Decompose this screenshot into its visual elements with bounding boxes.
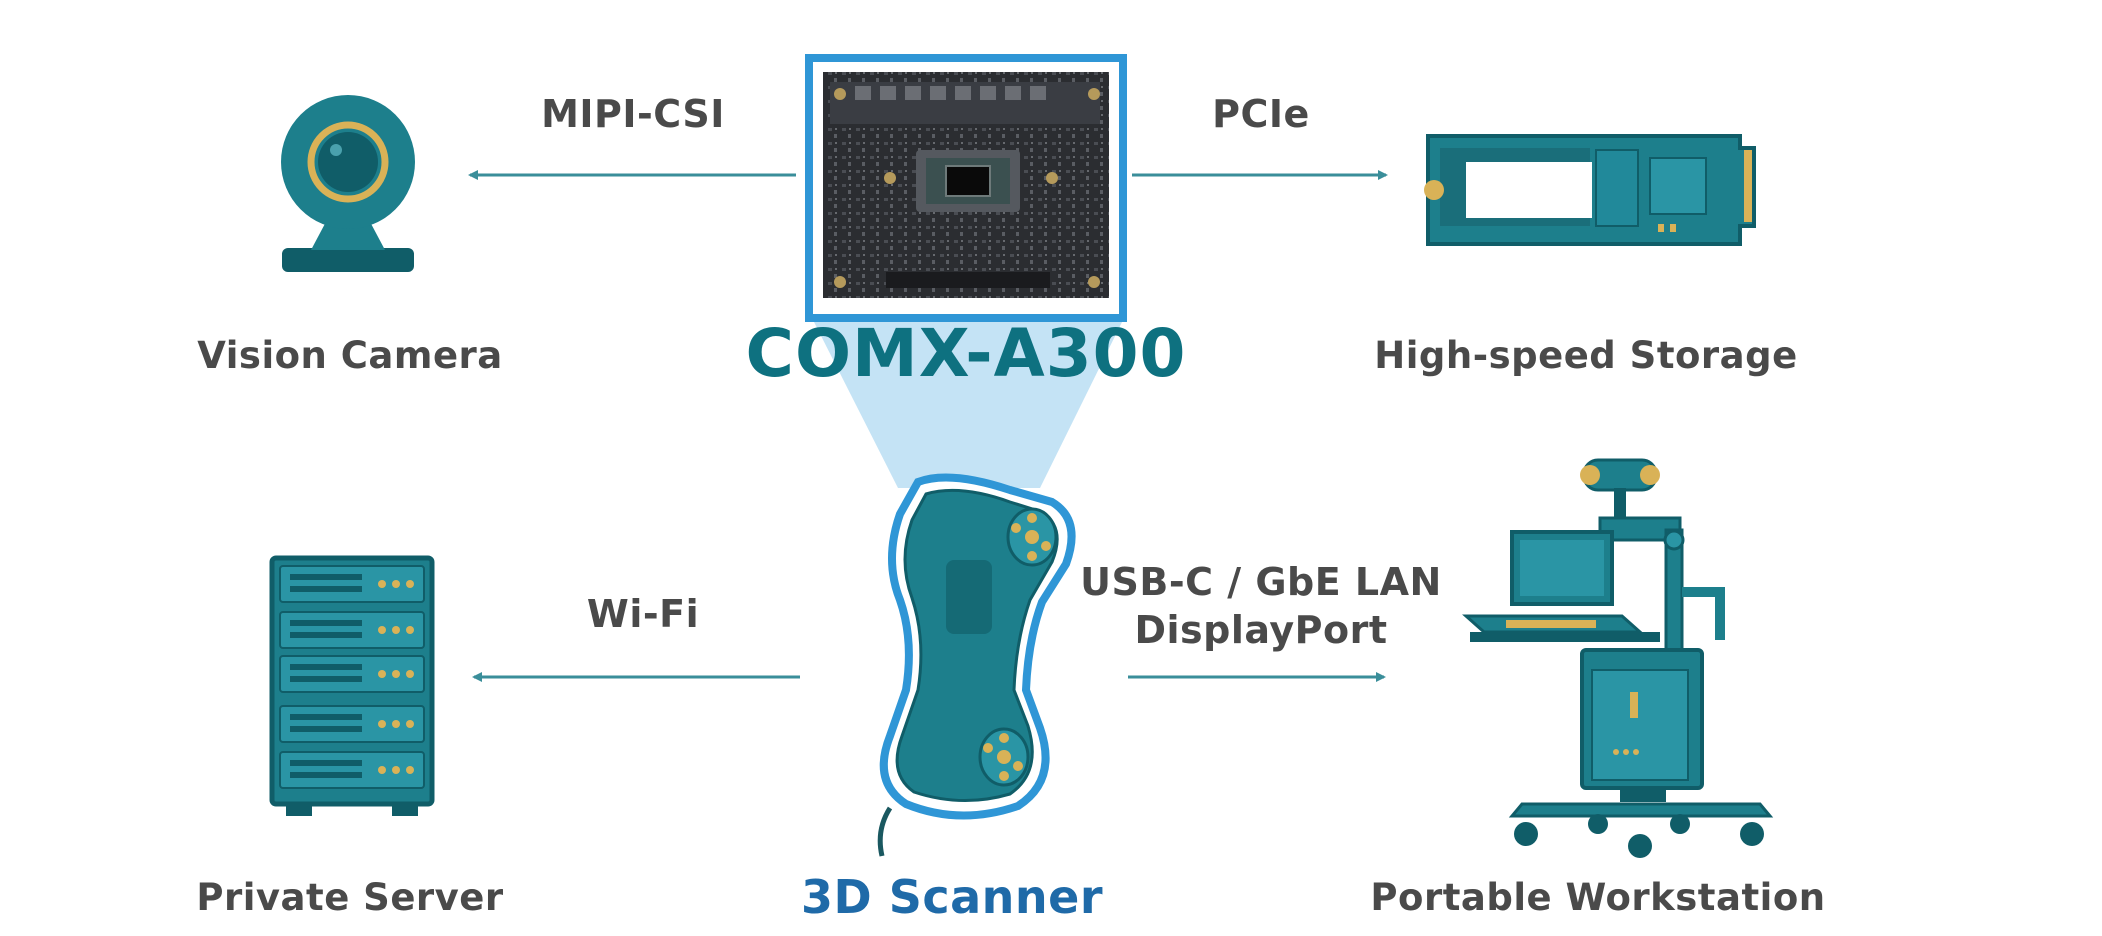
workstation-cart-icon bbox=[1462, 458, 1774, 858]
vision-camera-label: Vision Camera bbox=[197, 334, 503, 377]
private-server-label: Private Server bbox=[196, 876, 504, 919]
chip-board-icon bbox=[805, 54, 1127, 322]
m2-ssd-icon bbox=[1424, 134, 1756, 246]
handheld-3d-scanner-icon bbox=[877, 473, 1076, 857]
camera-connection-label: MIPI-CSI bbox=[541, 92, 725, 136]
storage-connection-label: PCIe bbox=[1212, 92, 1310, 136]
workstation-connection-label-line2: DisplayPort bbox=[1134, 608, 1388, 652]
projection-beam bbox=[812, 318, 1124, 488]
workstation-connection-label-line1: USB-C / GbE LAN bbox=[1080, 560, 1442, 604]
module-title: COMX-A300 bbox=[745, 315, 1187, 392]
server-connection-label: Wi-Fi bbox=[586, 592, 700, 636]
scanner-label: 3D Scanner bbox=[800, 870, 1104, 924]
server-rack-icon bbox=[269, 555, 435, 816]
high-speed-storage-label: High-speed Storage bbox=[1374, 334, 1798, 377]
portable-workstation-label: Portable Workstation bbox=[1370, 876, 1826, 919]
webcam-icon bbox=[281, 95, 415, 272]
